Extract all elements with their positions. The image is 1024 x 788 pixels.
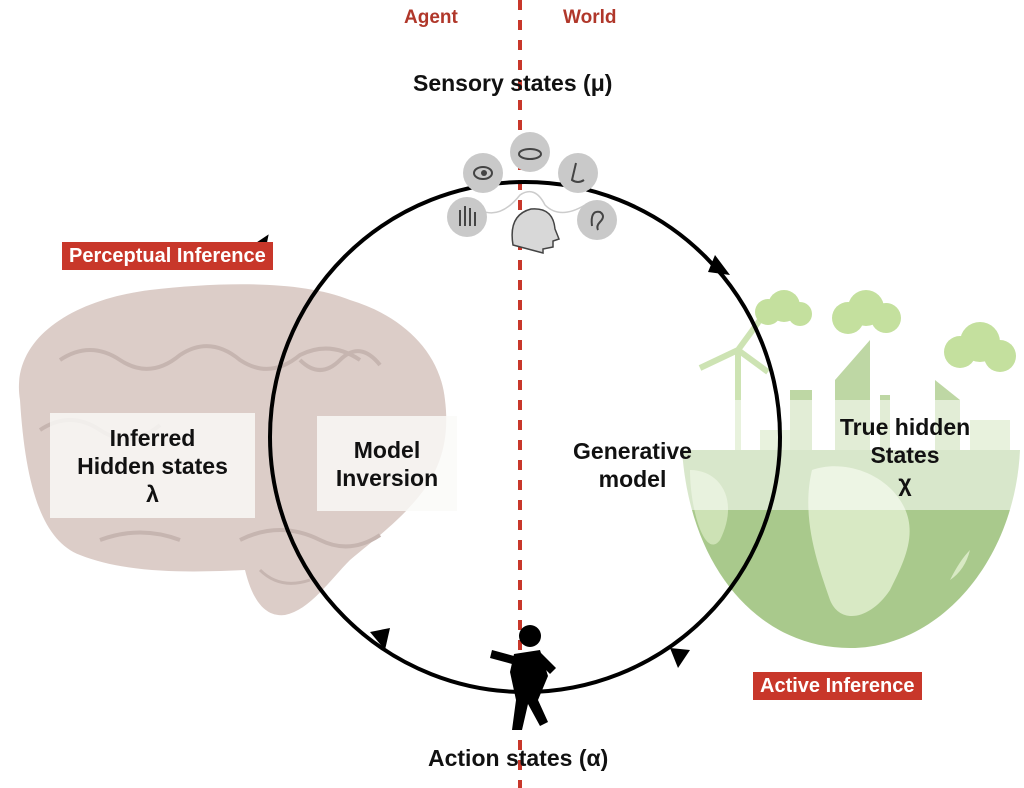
model-inversion-line2: Inversion <box>335 464 439 491</box>
inferred-hidden-line2: Hidden states <box>77 452 228 479</box>
agent-label: Agent <box>404 7 458 28</box>
generative-model-line1: Generative <box>573 438 692 464</box>
true-hidden-line2: States <box>870 442 940 468</box>
active-inference-tag: Active Inference <box>753 672 922 700</box>
model-inversion-line1: Model <box>353 436 421 463</box>
inferred-hidden-states-box: Inferred Hidden states λ <box>50 413 255 518</box>
generative-model-line2: model <box>598 466 667 492</box>
sense-icons <box>447 132 617 254</box>
ear-icon <box>577 200 617 240</box>
true-hidden-states-box: True hidden States χ <box>800 400 1010 510</box>
perceptual-inference-tag: Perceptual Inference <box>62 242 273 270</box>
arrow-bottom-right-icon <box>670 648 690 668</box>
arrow-bottom-left-icon <box>370 628 390 650</box>
arrow-top-right-icon <box>708 255 730 275</box>
chi-symbol: χ <box>898 470 912 496</box>
head-icon <box>511 208 560 254</box>
nose-icon <box>558 153 598 193</box>
runner-icon <box>490 625 556 730</box>
earth-city-illustration <box>682 290 1022 648</box>
sensory-states-label: Sensory states (μ) <box>413 70 613 96</box>
inferred-hidden-line1: Inferred <box>109 424 196 451</box>
true-hidden-line1: True hidden <box>839 414 971 440</box>
mouth-icon <box>510 132 550 172</box>
generative-model-box: Generative model <box>560 425 705 505</box>
hand-icon <box>447 197 487 237</box>
lambda-symbol: λ <box>146 480 159 507</box>
world-label: World <box>563 7 617 28</box>
action-states-label: Action states (α) <box>428 745 609 771</box>
model-inversion-box: Model Inversion <box>317 416 457 511</box>
